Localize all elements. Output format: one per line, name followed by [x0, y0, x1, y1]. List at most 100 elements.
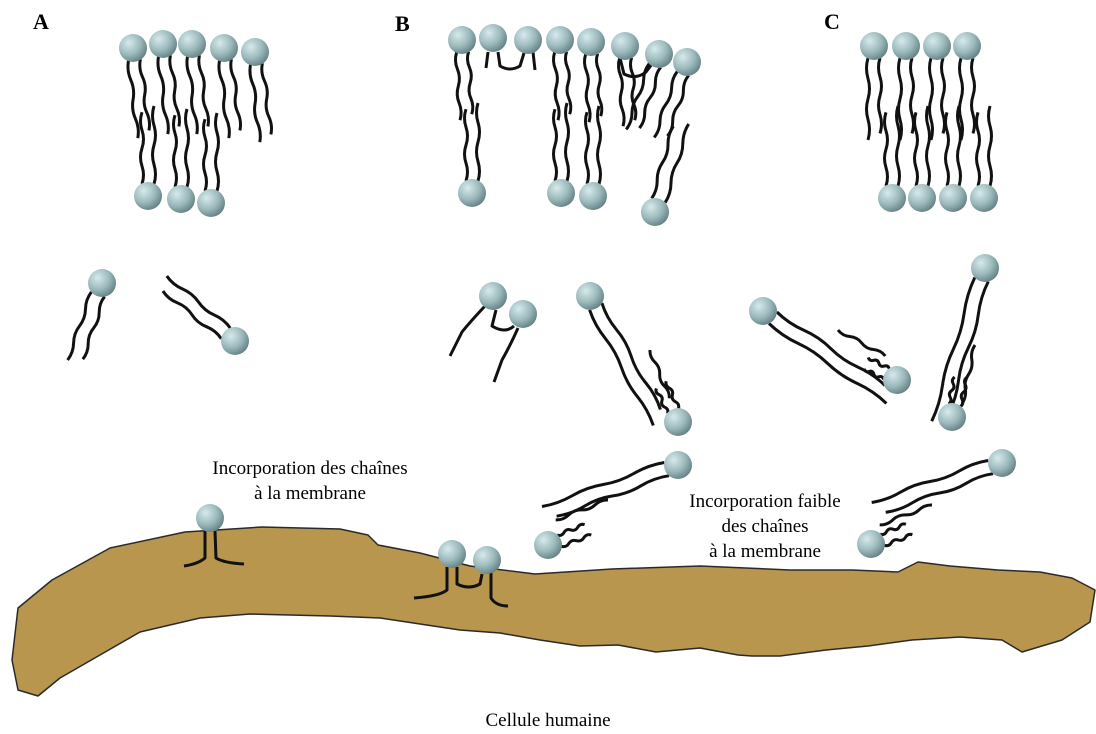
c-top-lipid-3-head: [923, 32, 951, 60]
b-bottom-lipid-3-tail-2: [586, 112, 589, 184]
b-top-lipid-7-head: [645, 40, 673, 68]
b-bottom-lipid-2-tail-1: [566, 103, 569, 181]
a-free-lipid-2-head: [221, 327, 249, 355]
a-top-lipid-5-head: [241, 38, 269, 66]
approach-lipid-4-tail-1: [884, 534, 912, 545]
b-free-lipid-2-head: [664, 408, 692, 436]
b-bola-head-1: [479, 24, 507, 52]
caption-weak-line-3: à la membrane: [650, 539, 880, 564]
c-bottom-lipid-3-tail-2: [946, 112, 949, 186]
approach-lipid-4-tail: [880, 505, 932, 525]
approach-lipid-2-tail-1: [561, 535, 591, 547]
c-top-lipid-1-tail-2: [879, 58, 882, 133]
b-top-lipid-6-head: [611, 32, 639, 60]
c-top-lipid-1-head: [860, 32, 888, 60]
inserted-lipid-head: [196, 504, 224, 532]
a-top-lipid-4-tail-2: [231, 59, 241, 130]
b-bola-link-1: [498, 52, 524, 69]
b-top-lipid-1-head: [448, 26, 476, 54]
b-bola-head-2: [514, 26, 542, 54]
panel-label-c: C: [824, 9, 840, 35]
approach-lipid-2-tail: [556, 500, 608, 520]
b-top-lipid-5-tail-1: [584, 54, 590, 122]
a-top-lipid-2-head: [149, 30, 177, 58]
a-bottom-lipid-3-tail-1: [216, 113, 219, 191]
b-bottom-lipid-2-tail-2: [554, 109, 557, 181]
a-top-lipid-1-tail-1: [128, 61, 138, 139]
b-bottom-lipid-1-tail-2: [465, 109, 468, 181]
a-bottom-lipid-3-tail-2: [204, 119, 207, 191]
a-top-lipid-5-tail-2: [262, 63, 272, 134]
a-top-lipid-3-tail-2: [199, 55, 209, 126]
c-bottom-lipid-2-tail-2: [915, 112, 918, 186]
c-bottom-lipid-4-head: [970, 184, 998, 212]
b-bottom-lipid-1-tail-1: [477, 103, 480, 181]
c-top-lipid-4-head: [953, 32, 981, 60]
c-bottom-lipid-3-head: [939, 184, 967, 212]
caption-weak-line-2: des chaînes: [650, 514, 880, 539]
c-free-lipid-1-head: [749, 297, 777, 325]
b-bola-tail-2: [533, 52, 535, 70]
caption-incorporation-line-2: à la membrane: [190, 481, 430, 506]
b-free-lipid-1-tail-1: [590, 310, 654, 426]
caption-weak-incorporation: Incorporation faible des chaînes à la me…: [650, 489, 880, 564]
c-free-lipid-2-tail: [838, 330, 885, 356]
a-bottom-lipid-1-tail-1: [153, 106, 156, 184]
b-bottom-lipid-4-head: [641, 198, 669, 226]
b-bottom-lipid-3-head: [579, 182, 607, 210]
a-bottom-lipid-2-tail-2: [174, 115, 177, 187]
b-top-lipid-8-head: [673, 48, 701, 76]
c-top-lipid-4-tail-2: [972, 58, 975, 133]
c-free-lipid-2-tail-1: [868, 357, 889, 369]
caption-weak-line-1: Incorporation faible: [650, 489, 880, 514]
a-top-lipid-2-tail-1: [158, 57, 168, 135]
c-free-lipid-1-tail-1: [769, 324, 886, 404]
a-top-lipid-3-head: [178, 30, 206, 58]
b-top-lipid-1-tail-2: [467, 52, 472, 114]
c-top-lipid-1-tail-1: [867, 58, 870, 140]
b-bottom-lipid-2-head: [547, 179, 575, 207]
caption-incorporation: Incorporation des chaînes à la membrane: [190, 456, 430, 506]
approach-lipid-2-tail-2: [557, 524, 585, 535]
caption-cell: Cellule humaine: [448, 708, 648, 733]
b-free-lipid-1-head: [576, 282, 604, 310]
b-free-bola-tail-2: [494, 328, 518, 382]
b-free-bola-head-1: [479, 282, 507, 310]
caption-incorporation-line-1: Incorporation des chaînes: [190, 456, 430, 481]
approach-lipid-1-head: [664, 451, 692, 479]
c-bottom-lipid-4-tail-2: [977, 112, 980, 186]
a-bottom-lipid-1-tail-2: [141, 112, 144, 184]
c-free-lipid-4-head: [938, 403, 966, 431]
b-bottom-lipid-3-tail-1: [598, 106, 601, 184]
inserted-bola-head-2: [473, 546, 501, 574]
approach-lipid-3-head: [988, 449, 1016, 477]
approach-lipid-2-head: [534, 531, 562, 559]
b-top-lipid-5-head: [577, 28, 605, 56]
b-bola-tail-1: [486, 52, 488, 68]
c-free-lipid-2-head: [883, 366, 911, 394]
panel-label-a: A: [33, 9, 49, 35]
a-top-lipid-4-head: [210, 34, 238, 62]
a-top-lipid-3-tail-1: [187, 57, 197, 135]
inserted-bola-head-1: [438, 540, 466, 568]
a-bottom-lipid-2-head: [167, 185, 195, 213]
a-top-lipid-5-tail-1: [250, 65, 260, 143]
a-free-lipid-1-head: [88, 269, 116, 297]
a-top-lipid-1-head: [119, 34, 147, 62]
b-bottom-lipid-1-head: [458, 179, 486, 207]
b-free-bola-tail-1: [450, 306, 485, 356]
c-top-lipid-2-head: [892, 32, 920, 60]
a-top-lipid-4-tail-1: [219, 61, 229, 139]
b-top-lipid-4-head: [546, 26, 574, 54]
c-bottom-lipid-1-tail-2: [885, 112, 888, 186]
a-bottom-lipid-3-head: [197, 189, 225, 217]
b-top-lipid-1-tail-1: [455, 52, 461, 120]
c-bottom-lipid-4-tail-1: [989, 106, 992, 186]
c-bottom-lipid-2-head: [908, 184, 936, 212]
c-bottom-lipid-1-head: [878, 184, 906, 212]
a-bottom-lipid-2-tail-1: [186, 109, 189, 187]
c-free-lipid-3-head: [971, 254, 999, 282]
panel-label-b: B: [395, 11, 410, 37]
